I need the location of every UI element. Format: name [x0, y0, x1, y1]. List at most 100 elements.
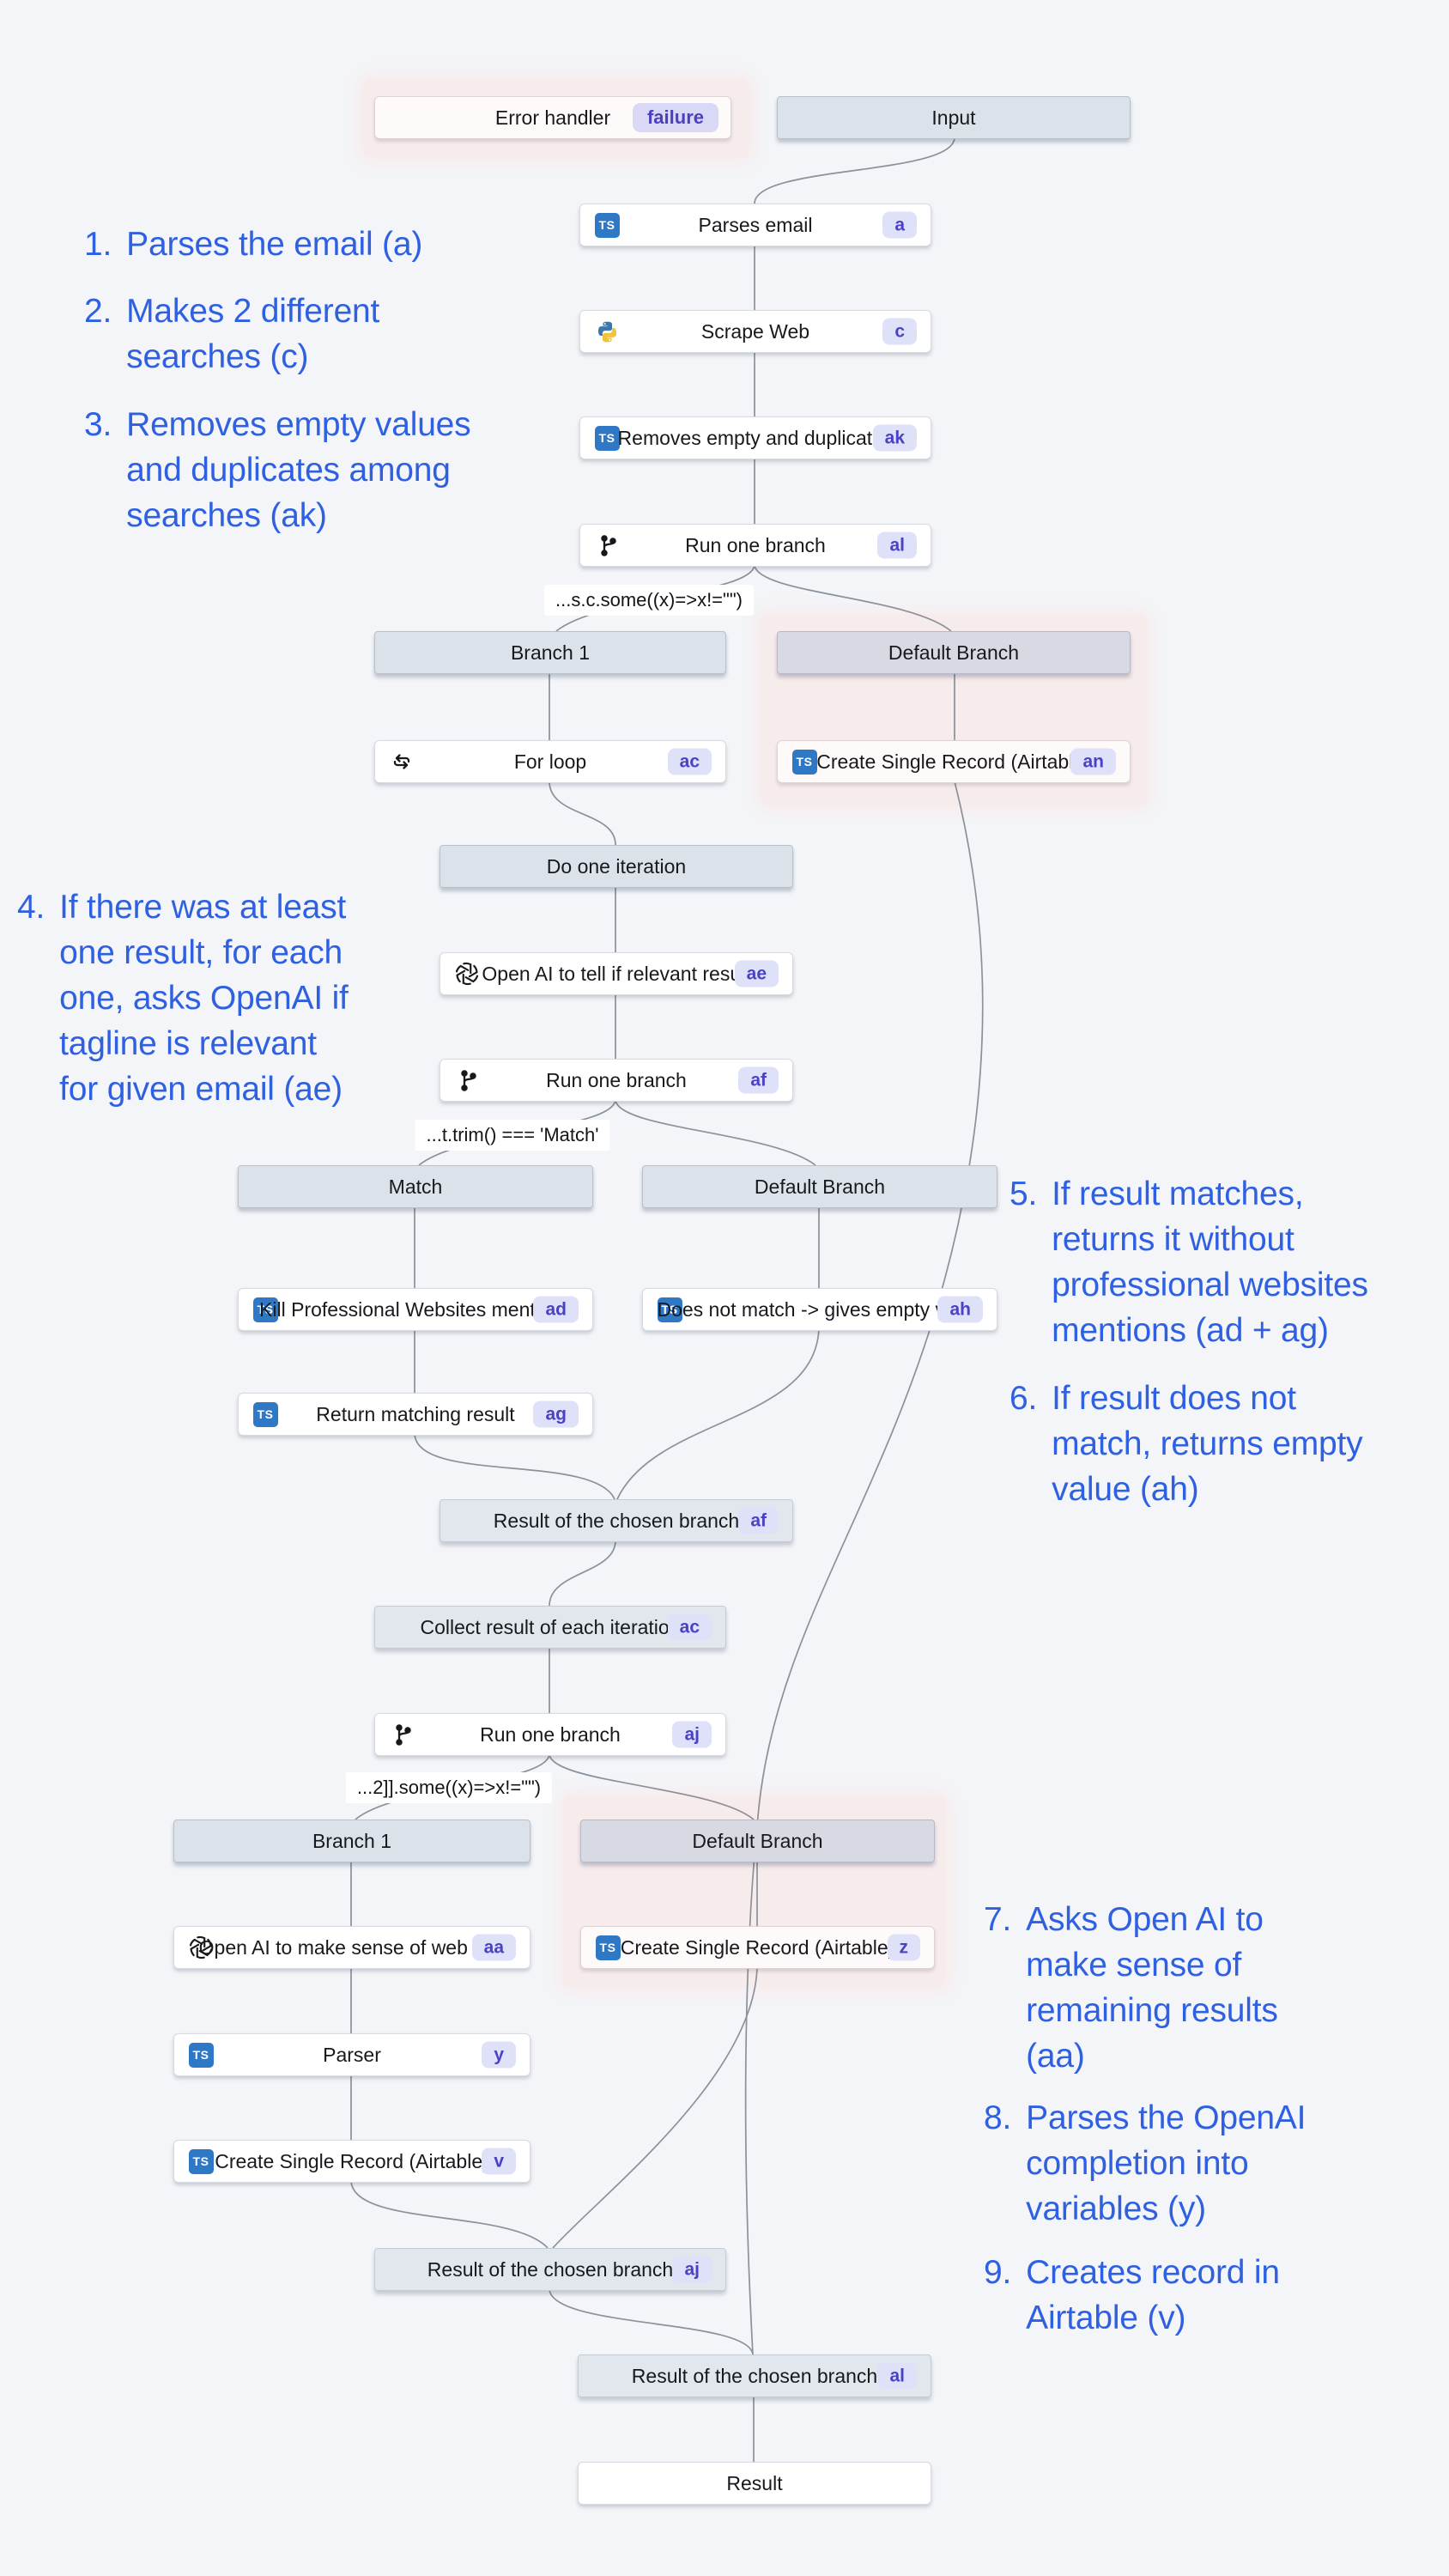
branch-icon	[454, 1067, 480, 1093]
node-id-badge: y	[482, 2041, 516, 2069]
header-result-chosen-branch-aj[interactable]: Result of the chosen branch aj	[374, 2248, 726, 2291]
typescript-icon: TS	[657, 1297, 682, 1322]
branch-icon	[594, 532, 620, 558]
header-match[interactable]: Match	[238, 1165, 593, 1208]
node-label: Scrape Web	[700, 319, 810, 343]
node-id-badge: c	[882, 318, 917, 345]
header-default-branch-3[interactable]: Default Branch	[580, 1820, 935, 1862]
node-id-badge: v	[482, 2148, 516, 2175]
annotation-number: 9.	[984, 2254, 1012, 2291]
failure-badge: failure	[632, 103, 718, 132]
node-id-badge: af	[738, 1507, 779, 1534]
annotation-2: 2. Makes 2 different searches (c)	[84, 289, 379, 380]
annotation-5: 5. If result matches, returns it without…	[1009, 1171, 1368, 1353]
node-id-badge: z	[887, 1934, 920, 1961]
node-id-badge: ad	[533, 1296, 579, 1323]
annotation-number: 7.	[984, 1901, 1012, 1938]
node-kill-professional-websites[interactable]: TS Kill Professional Websites mentions a…	[238, 1288, 593, 1331]
annotation-number: 2.	[84, 293, 112, 330]
node-run-one-branch-al[interactable]: Run one branch al	[579, 524, 931, 567]
condition-label-3: ...2]].some((x)=>x!="")	[345, 1772, 553, 1803]
node-parser[interactable]: TS Parser y	[173, 2033, 530, 2076]
annotation-9: 9. Creates record in Airtable (v)	[984, 2250, 1280, 2341]
header-label: Branch 1	[312, 1829, 392, 1852]
node-result[interactable]: Result	[578, 2462, 931, 2505]
node-id-badge: aj	[672, 1721, 712, 1748]
header-branch-1b[interactable]: Branch 1	[173, 1820, 530, 1862]
openai-icon	[454, 961, 480, 987]
node-error-handler[interactable]: Error handler failure	[374, 96, 731, 139]
annotation-8: 8. Parses the OpenAI completion into var…	[984, 2095, 1306, 2232]
loop-icon	[389, 749, 415, 775]
annotation-text: Parses the email (a)	[126, 226, 423, 263]
annotation-7: 7. Asks Open AI to make sense of remaini…	[984, 1897, 1278, 2079]
node-id-badge: ak	[872, 424, 917, 452]
node-openai-relevant-result[interactable]: Open AI to tell if relevant result ae	[440, 952, 793, 995]
typescript-icon: TS	[594, 425, 620, 451]
typescript-icon: TS	[594, 212, 620, 238]
header-result-chosen-branch-af[interactable]: Result of the chosen branch af	[440, 1499, 793, 1542]
node-run-one-branch-aj[interactable]: Run one branch aj	[374, 1713, 726, 1756]
typescript-icon: TS	[252, 1401, 278, 1427]
node-id-badge: al	[877, 532, 917, 559]
node-does-not-match[interactable]: TS Does not match -> gives empty value a…	[642, 1288, 997, 1331]
node-id-badge: ac	[667, 1613, 712, 1641]
typescript-icon: TS	[188, 2148, 214, 2174]
node-label: Input	[931, 106, 976, 129]
node-id-badge: ae	[734, 960, 779, 987]
annotation-text: If result matches, returns it without pr…	[1052, 1176, 1368, 1349]
node-label: Parser	[323, 2043, 381, 2066]
node-run-one-branch-af[interactable]: Run one branch af	[440, 1059, 793, 1102]
header-do-one-iteration[interactable]: Do one iteration	[440, 845, 793, 888]
node-id-badge: ah	[937, 1296, 983, 1323]
header-branch-1[interactable]: Branch 1	[374, 631, 726, 674]
annotation-text: Creates record in Airtable (v)	[1026, 2254, 1280, 2336]
node-id-badge: a	[882, 211, 917, 239]
annotation-3: 3. Removes empty values and duplicates a…	[84, 402, 471, 538]
annotation-1: 1. Parses the email (a)	[84, 222, 422, 267]
header-label: Match	[388, 1175, 443, 1198]
annotation-number: 5.	[1009, 1176, 1038, 1212]
annotation-number: 6.	[1009, 1380, 1038, 1417]
node-label: Create Single Record (Airtable)	[215, 2149, 489, 2172]
branch-icon	[389, 1722, 415, 1747]
header-default-branch-1[interactable]: Default Branch	[777, 631, 1131, 674]
header-default-branch-2[interactable]: Default Branch	[642, 1165, 997, 1208]
node-removes-empty-duplicates[interactable]: TS Removes empty and duplicates ak	[579, 416, 931, 459]
node-create-single-record-z[interactable]: TS Create Single Record (Airtable) z	[580, 1926, 935, 1969]
node-create-single-record-v[interactable]: TS Create Single Record (Airtable) v	[173, 2140, 530, 2183]
node-label: Parses email	[698, 213, 813, 236]
node-id-badge: an	[1070, 748, 1116, 775]
header-label: Default Branch	[692, 1829, 823, 1852]
node-return-matching-result[interactable]: TS Return matching result ag	[238, 1393, 593, 1436]
annotation-number: 1.	[84, 226, 112, 263]
typescript-icon: TS	[252, 1297, 278, 1322]
annotation-number: 3.	[84, 406, 112, 443]
node-parses-email[interactable]: TS Parses email a	[579, 204, 931, 246]
node-openai-make-sense[interactable]: Open AI to make sense of web info aa	[173, 1926, 530, 1969]
annotation-text: Parses the OpenAI completion into variab…	[1026, 2099, 1307, 2227]
node-label: Create Single Record (Airtable)	[620, 1935, 895, 1959]
header-label: Branch 1	[510, 641, 591, 664]
annotation-number: 8.	[984, 2099, 1012, 2136]
header-collect-result[interactable]: Collect result of each iteration ac	[374, 1606, 726, 1649]
openai-icon	[188, 1935, 214, 1960]
typescript-icon: TS	[595, 1935, 621, 1960]
node-input[interactable]: Input	[777, 96, 1131, 139]
node-create-single-record-an[interactable]: TS Create Single Record (Airtable) an	[777, 740, 1131, 783]
typescript-icon: TS	[188, 2042, 214, 2068]
annotation-text: If there was at least one result, for ea…	[59, 889, 349, 1108]
annotation-text: Makes 2 different searches (c)	[126, 293, 380, 375]
node-id-badge: aa	[471, 1934, 516, 1961]
annotation-text: If result does not match, returns empty …	[1052, 1380, 1363, 1508]
node-scrape-web[interactable]: Scrape Web c	[579, 310, 931, 353]
annotation-6: 6. If result does not match, returns emp…	[1009, 1376, 1363, 1512]
header-result-chosen-branch-al[interactable]: Result of the chosen branch al	[578, 2354, 931, 2397]
node-for-loop[interactable]: For loop ac	[374, 740, 726, 783]
typescript-icon: TS	[791, 749, 817, 775]
node-id-badge: aj	[672, 2256, 712, 2283]
header-label: Default Branch	[888, 641, 1020, 664]
annotation-number: 4.	[17, 889, 45, 926]
condition-label-2: ...t.trim() === 'Match'	[415, 1120, 610, 1151]
